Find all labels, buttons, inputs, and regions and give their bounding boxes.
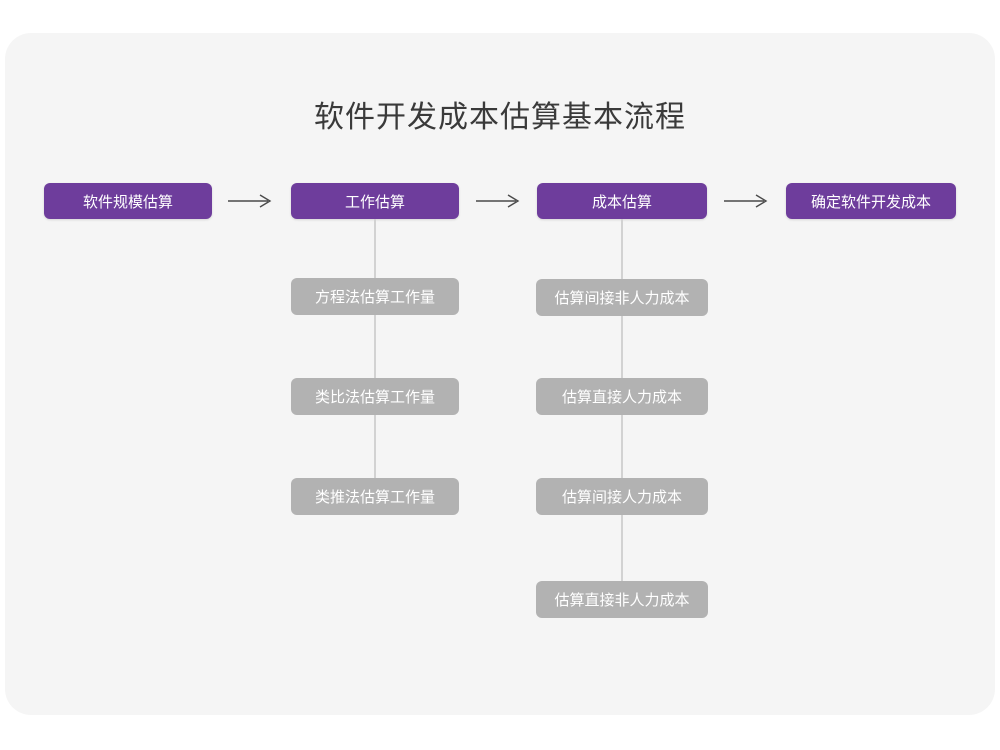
sub-box-branch1-1[interactable]: 方程法估算工作量 [291,278,459,315]
sub-box-branch2-4[interactable]: 估算直接非人力成本 [536,581,708,618]
sub-box-branch1-2[interactable]: 类比法估算工作量 [291,378,459,415]
stage-box-3[interactable]: 成本估算 [537,183,707,219]
stage-box-4[interactable]: 确定软件开发成本 [786,183,956,219]
arrow-1-icon [226,189,276,213]
connector-branch2-seg2 [621,316,623,378]
stage-box-2[interactable]: 工作估算 [291,183,459,219]
sub-box-branch2-1[interactable]: 估算间接非人力成本 [536,279,708,316]
sub-box-branch2-2[interactable]: 估算直接人力成本 [536,378,708,415]
sub-box-branch1-3[interactable]: 类推法估算工作量 [291,478,459,515]
page-title: 软件开发成本估算基本流程 [314,101,686,134]
stage-box-1[interactable]: 软件规模估算 [44,183,212,219]
connector-branch1-seg1 [374,219,376,279]
connector-branch2-seg1 [621,219,623,279]
connector-branch1-seg3 [374,415,376,479]
sub-box-branch2-3[interactable]: 估算间接人力成本 [536,478,708,515]
connector-branch1-seg2 [374,315,376,379]
arrow-2-icon [474,189,524,213]
arrow-3-icon [722,189,772,213]
connector-branch2-seg4 [621,515,623,581]
content-card [5,33,995,715]
connector-branch2-seg3 [621,415,623,478]
